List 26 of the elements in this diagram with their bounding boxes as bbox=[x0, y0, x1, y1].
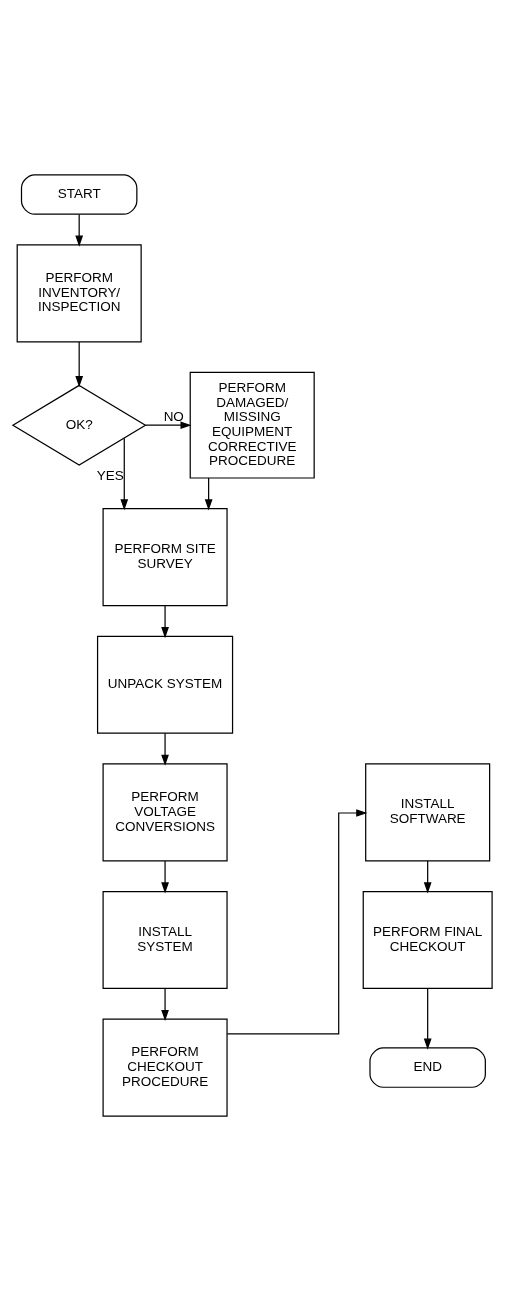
node-box: PERFORM VOLTAGE CONVERSIONS bbox=[102, 762, 228, 861]
arrow bbox=[75, 340, 84, 387]
arrow bbox=[161, 987, 169, 1021]
arrow bbox=[161, 604, 169, 638]
arrow bbox=[423, 987, 432, 1050]
node-box: PERFORM INVENTORY/ INSPECTION bbox=[16, 243, 142, 342]
arrow bbox=[423, 859, 432, 893]
node-box: INSTALL SOFTWARE bbox=[365, 762, 491, 861]
edge-label: YES bbox=[96, 467, 124, 483]
node-box: PERFORM CHECKOUT PROCEDURE bbox=[102, 1018, 228, 1117]
node-box: PERFORM SITE SURVEY bbox=[102, 507, 228, 606]
node-box: UNPACK SYSTEM bbox=[96, 635, 234, 734]
node-box: START bbox=[20, 173, 138, 215]
arrow bbox=[75, 213, 84, 247]
arrow bbox=[204, 477, 213, 510]
node-box: INSTALL SYSTEM bbox=[102, 890, 228, 989]
arrow bbox=[226, 808, 368, 1034]
arrow bbox=[120, 437, 129, 510]
arrow bbox=[161, 732, 169, 766]
node-box: END bbox=[369, 1046, 486, 1088]
node-box: PERFORM FINAL CHECKOUT bbox=[362, 890, 493, 989]
edge-label: NO bbox=[163, 408, 184, 424]
node-box: PERFORM DAMAGED/ MISSING EQUIPMENT CORRECTIVE PROCEDURE bbox=[189, 371, 315, 479]
arrow bbox=[144, 420, 192, 429]
node-diamond: OK? bbox=[11, 384, 147, 466]
arrow bbox=[161, 859, 169, 893]
